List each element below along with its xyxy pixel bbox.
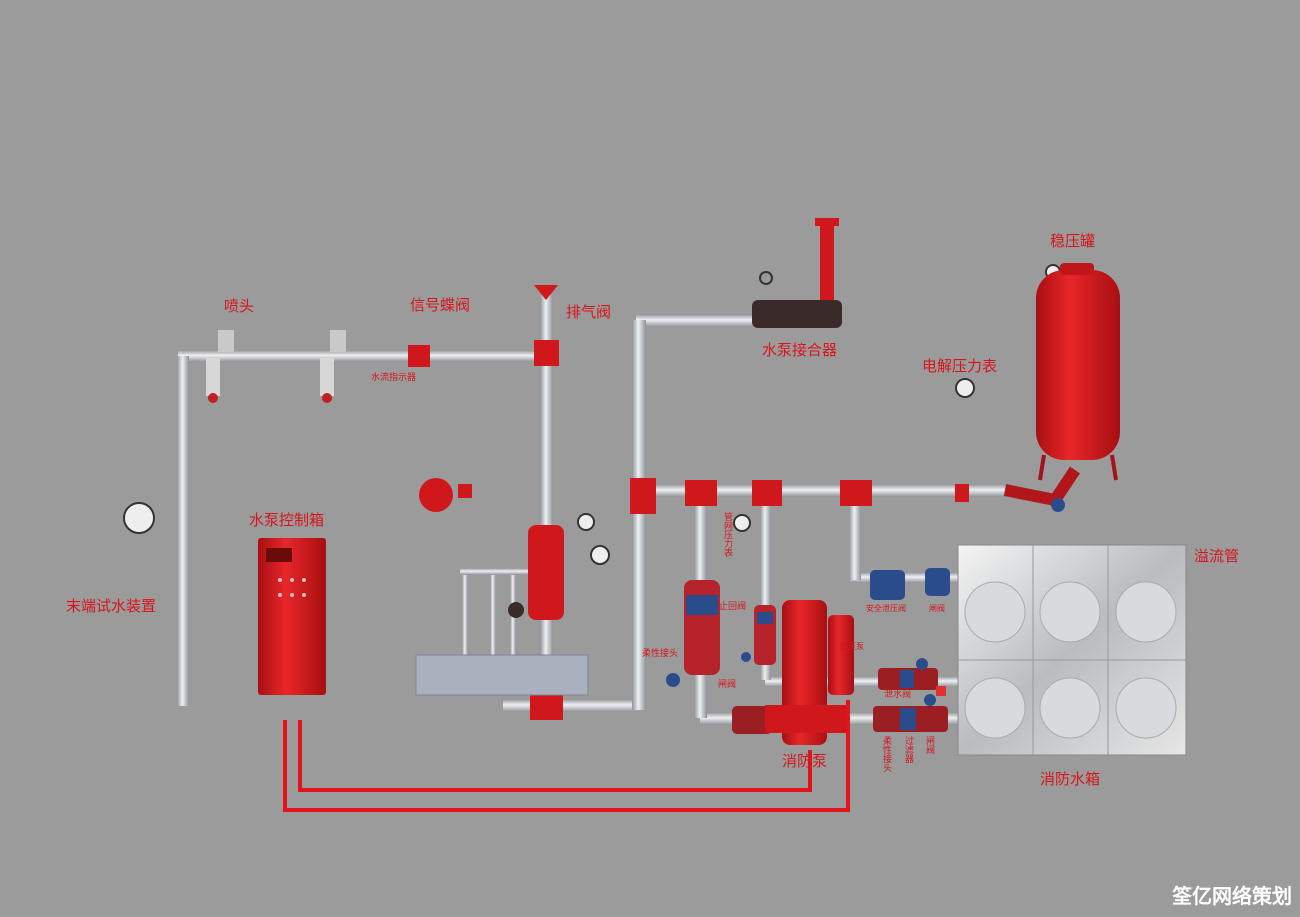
pump-adapter	[752, 271, 842, 328]
label-sprinkler: 喷头	[224, 297, 255, 315]
label-filter: 过滤器	[903, 736, 913, 763]
fire-pump	[765, 600, 850, 745]
label-fire-water-tank: 消防水箱	[1040, 770, 1101, 788]
label-gate-valve-left: 闸阀	[718, 680, 737, 690]
label-gate-valve-right: 闸阀	[929, 604, 945, 613]
label-fire-pump: 消防泵	[782, 752, 828, 770]
label-pressure-tank: 稳压罐	[1050, 232, 1096, 250]
stabilizer-pump-body	[828, 615, 854, 695]
valve-stacks	[508, 568, 950, 734]
pipe-fittings	[408, 218, 969, 720]
watermark: 筌亿网络策划	[1172, 884, 1292, 908]
label-check-valve: 止回阀	[719, 602, 747, 612]
label-electric-pressure-gauge: 电解压力表	[922, 357, 998, 375]
drain-trough	[415, 654, 589, 696]
label-pump-control-box: 水泵控制箱	[249, 511, 325, 529]
label-flexible-joint-left: 柔性接头	[642, 649, 679, 659]
label-drain-valve: 泄水阀	[884, 690, 912, 700]
label-overflow-pipe: 溢流管	[1194, 547, 1240, 565]
label-water-flow-indicator: 水流指示器	[371, 373, 417, 383]
label-network-pressure-gauge: 管网压力表	[722, 512, 732, 557]
pressure-tank-body	[1003, 263, 1120, 512]
label-gate-valve-bottom: 闸阀	[924, 736, 934, 754]
water-tank-body	[957, 544, 1187, 756]
pump-control-box-body	[258, 538, 326, 695]
label-signal-butterfly-valve: 信号蝶阀	[410, 296, 471, 314]
control-wires	[283, 700, 850, 812]
label-pump-adapter: 水泵接合器	[762, 341, 838, 359]
label-end-test-device: 末端试水装置	[66, 597, 157, 615]
label-safety-relief-valve: 安全泄压阀	[866, 604, 906, 613]
sprinkler-heads	[206, 330, 346, 403]
label-stabilizer-pump: 稳压泵	[840, 642, 864, 651]
label-air-vent-valve: 排气阀	[566, 303, 612, 321]
label-flexible-joint-bottom: 柔性接头	[881, 736, 891, 772]
